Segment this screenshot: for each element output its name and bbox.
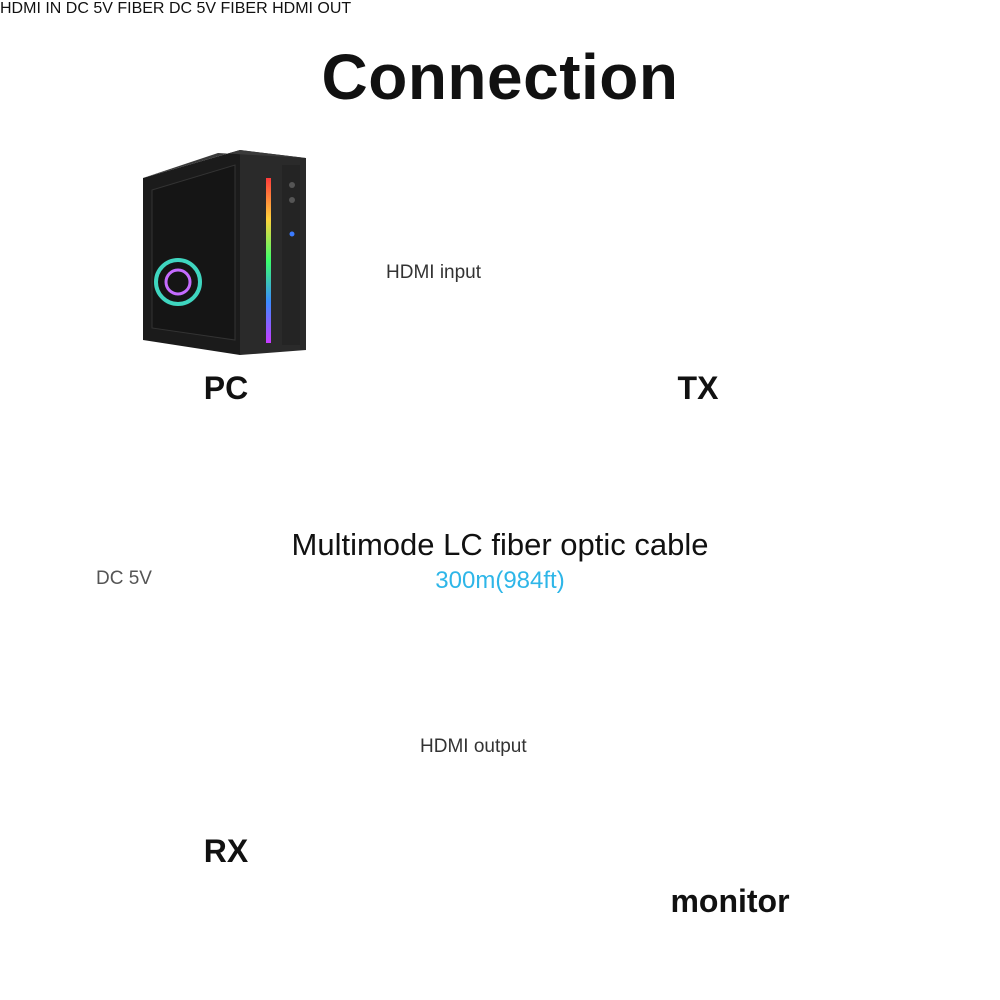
tx-port-label: HDMI IN (0, 0, 62, 17)
rx-fiber-label: FIBER (220, 0, 268, 17)
tx-fiber-label: FIBER (117, 0, 165, 17)
pc-icon (143, 150, 306, 355)
rx-power-label: DC 5V (168, 0, 217, 17)
tx-label: TX (677, 370, 719, 406)
fiber-length-label: 300m(984ft) (435, 567, 565, 594)
rx-port-label: HDMI OUT (272, 0, 352, 17)
pc-label: PC (203, 370, 249, 406)
hdmi-output-label: HDMI output (420, 736, 527, 757)
page-title: Connection (321, 41, 679, 113)
monitor-label: monitor (670, 883, 790, 919)
rx-label: RX (203, 833, 249, 869)
tx-power-label: DC 5V (65, 0, 113, 17)
hdmi-input-label: HDMI input (386, 262, 482, 283)
fiber-cable-label: Multimode LC fiber optic cable (291, 527, 709, 562)
power-label: DC 5V (96, 568, 152, 589)
